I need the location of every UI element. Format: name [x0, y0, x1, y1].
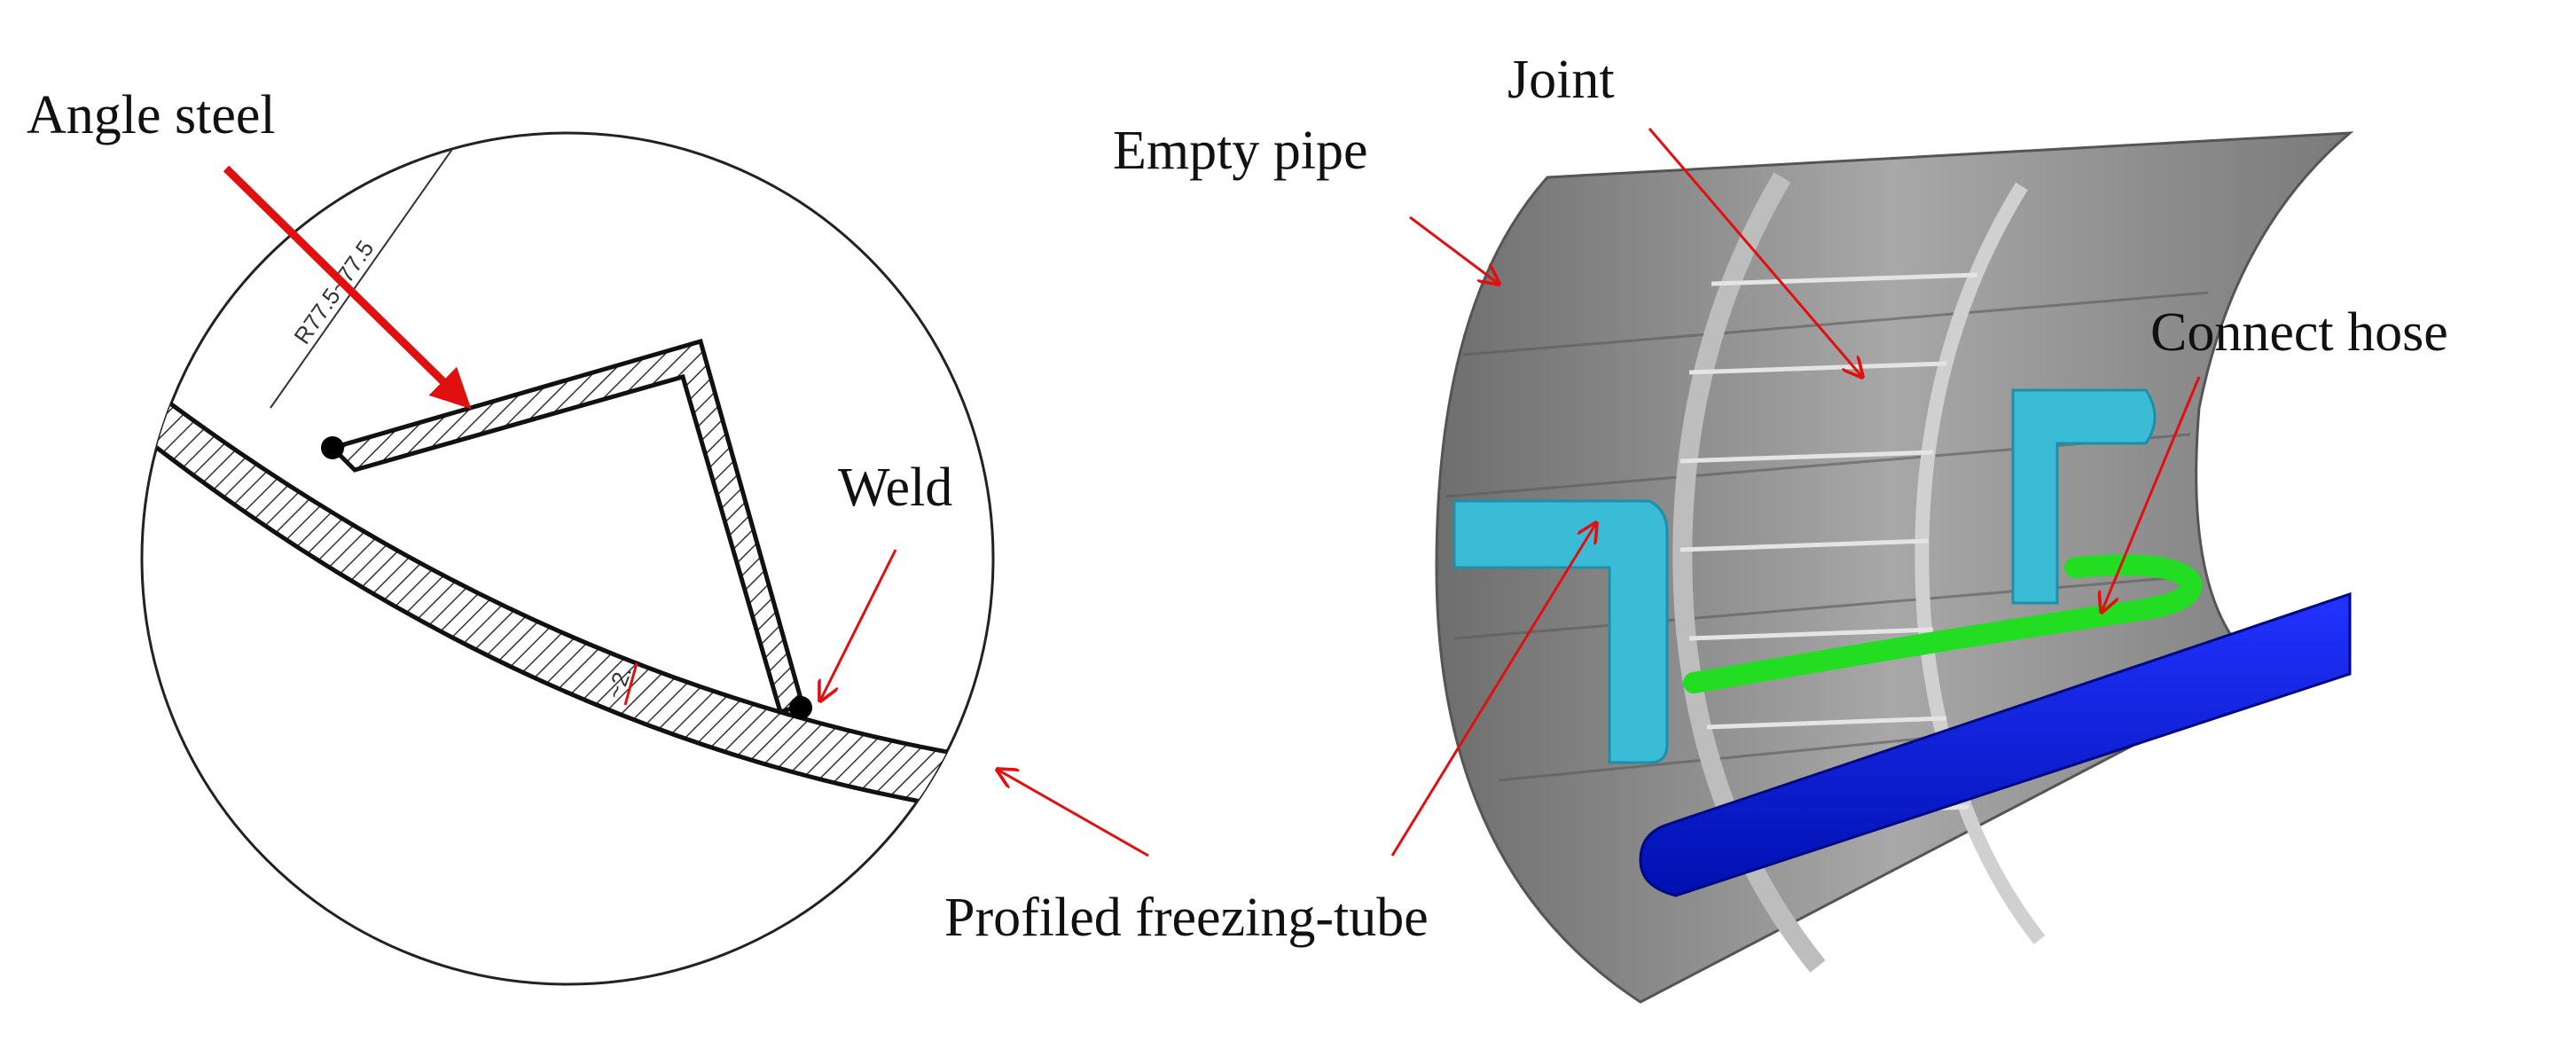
angle-steel-section — [328, 338, 806, 716]
profiled-tube-front — [1452, 499, 1669, 764]
label-profiled-freezing-tube: Profiled freezing-tube — [944, 888, 1429, 948]
profiled-tube-back — [2011, 388, 2157, 605]
weld-point-left — [321, 436, 344, 459]
label-angle-steel: Angle steel — [27, 85, 276, 145]
profiled-tube-3d-arrow — [1390, 523, 1596, 857]
connect-hose — [1683, 554, 2202, 693]
detail-circle — [140, 131, 995, 986]
label-connect-hose: Connect hose — [2150, 302, 2448, 363]
connect-hose-arrow — [2102, 376, 2201, 612]
angle-steel-arrow — [223, 165, 472, 410]
label-empty-pipe: Empty pipe — [1113, 121, 1368, 181]
joint-ring-back — [1914, 182, 2046, 944]
detail-drawing: R77.5~77.5 ~2. Angle steel Weld Profiled… — [27, 85, 1429, 986]
joint-arrow — [1648, 128, 1862, 377]
blue-support-pipe — [1639, 591, 2352, 897]
label-weld: Weld — [838, 458, 952, 518]
shell-bands — [1445, 291, 2218, 782]
label-joint: Joint — [1507, 50, 1615, 110]
thickness-tick — [623, 662, 638, 706]
empty-pipe-shell — [1435, 131, 2354, 1004]
profiled-tube-arrow — [998, 770, 1149, 857]
pipe-3d-model: Empty pipe Joint Connect hose — [1113, 50, 2448, 1004]
tube-wall-section — [142, 349, 993, 818]
joint-ribs — [1679, 272, 1978, 818]
weld-arrow — [820, 549, 897, 701]
weld-point-right — [789, 696, 812, 719]
empty-pipe-arrow — [1409, 215, 1499, 284]
